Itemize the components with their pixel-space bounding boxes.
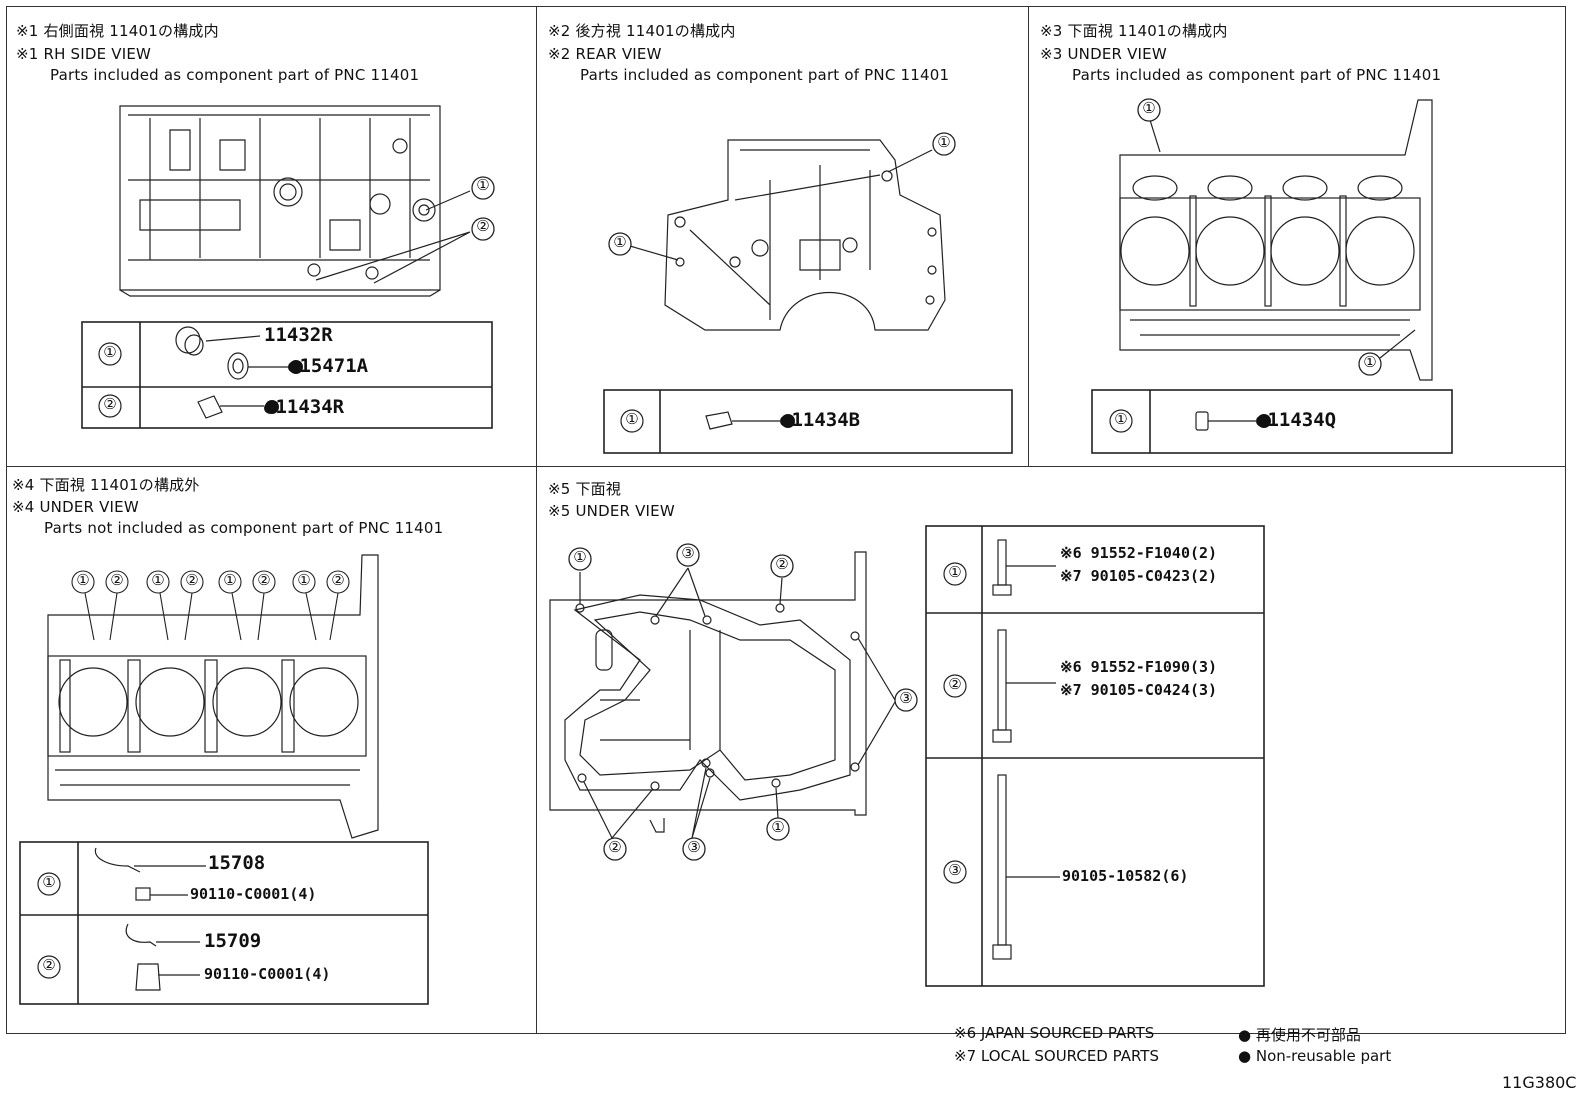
panel4-callout-1a: ① [76, 571, 90, 589]
panel4-row2-num: ② [42, 956, 56, 974]
panel5-row3-num: ③ [948, 861, 962, 879]
panel2-callout-1b: ① [613, 233, 627, 251]
panel4-callout-1b: ① [151, 571, 165, 589]
panel2-callout-1a: ① [937, 133, 951, 151]
part-90105-C0423: ※7 90105-C0423(2) [1060, 567, 1218, 585]
diagram-code: 11G380C [1502, 1073, 1577, 1092]
part-90105-C0424: ※7 90105-C0424(3) [1060, 681, 1218, 699]
panel4-callout-1d: ① [297, 571, 311, 589]
panel3-callout-1b: ① [1363, 353, 1377, 371]
legend-nonreusable-jp: ● 再使用不可部品 [1238, 1026, 1361, 1044]
panel1-subtitle: Parts included as component part of PNC … [50, 66, 420, 84]
panel2-title-jp: ※2 後方視 11401の構成内 [548, 22, 736, 40]
panel2-subtitle: Parts included as component part of PNC … [580, 66, 950, 84]
panel5-row2-num: ② [948, 675, 962, 693]
legend-nonreusable-en: ● Non-reusable part [1238, 1047, 1392, 1065]
panel5-callout-1b: ① [771, 818, 785, 836]
panel1-row2-num: ② [103, 395, 117, 413]
col-divider-2 [1028, 6, 1029, 466]
panel4-callout-2a: ② [110, 571, 124, 589]
panel2-title-en: ※2 REAR VIEW [548, 45, 662, 63]
panel5-title-jp: ※5 下面視 [548, 480, 622, 498]
part-90110-C0001-a: 90110-C0001(4) [190, 885, 317, 903]
part-90110-C0001-b: 90110-C0001(4) [204, 965, 331, 983]
panel4-callout-1c: ① [223, 571, 237, 589]
panel5-title-en: ※5 UNDER VIEW [548, 502, 675, 520]
part-91552-F1090: ※6 91552-F1090(3) [1060, 658, 1218, 676]
legend-local-sourced: ※7 LOCAL SOURCED PARTS [954, 1047, 1159, 1065]
panel4-callout-2c: ② [257, 571, 271, 589]
panel3-row1-num: ① [1114, 410, 1128, 428]
part-11432R: 11432R [264, 324, 333, 346]
row-divider [6, 466, 1566, 467]
panel5-callout-2b: ② [608, 838, 622, 856]
panel1-row1-num: ① [103, 343, 117, 361]
panel4-callout-2b: ② [185, 571, 199, 589]
panel4-subtitle: Parts not included as component part of … [44, 519, 444, 537]
panel4-callout-2d: ② [331, 571, 345, 589]
panel3-subtitle: Parts included as component part of PNC … [1072, 66, 1442, 84]
panel4-title-jp: ※4 下面視 11401の構成外 [12, 476, 200, 494]
panel1-callout-1: ① [476, 176, 490, 194]
part-11434R: ●11434R [264, 396, 345, 418]
panel1-parts-table [81, 321, 493, 429]
part-15471A: ●15471A [288, 355, 369, 377]
part-11434Q: ●11434Q [1256, 409, 1337, 431]
panel5-callout-3b: ③ [899, 689, 913, 707]
panel1-callout-2: ② [476, 217, 490, 235]
panel3-title-jp: ※3 下面視 11401の構成内 [1040, 22, 1228, 40]
panel1-title-en: ※1 RH SIDE VIEW [16, 45, 152, 63]
part-15708: 15708 [208, 852, 266, 874]
panel1-engine-rh-side [119, 105, 495, 297]
panel4-row1-num: ① [42, 873, 56, 891]
panel5-callout-1a: ① [573, 548, 587, 566]
panel2-row1-num: ① [625, 410, 639, 428]
panel1-title-jp: ※1 右側面視 11401の構成内 [16, 22, 219, 40]
part-15709: 15709 [204, 930, 262, 952]
panel5-callout-3c: ③ [687, 838, 701, 856]
panel5-callout-2a: ② [775, 555, 789, 573]
panel2-engine-rear [603, 132, 1013, 454]
part-91552-F1040: ※6 91552-F1040(2) [1060, 544, 1218, 562]
part-90105-10582: 90105-10582(6) [1062, 867, 1189, 885]
col-divider-1 [536, 6, 537, 1034]
panel4-engine-under [19, 554, 429, 1005]
panel3-engine-under [1091, 98, 1453, 454]
diagram-frame [6, 6, 1566, 1034]
panel5-row1-num: ① [948, 563, 962, 581]
legend-japan-sourced: ※6 JAPAN SOURCED PARTS [954, 1024, 1155, 1042]
panel3-callout-1a: ① [1142, 99, 1156, 117]
panel5-callout-3a: ③ [681, 544, 695, 562]
panel3-title-en: ※3 UNDER VIEW [1040, 45, 1167, 63]
panel4-title-en: ※4 UNDER VIEW [12, 498, 139, 516]
part-11434B: ●11434B [780, 409, 861, 431]
panel5-engine-under [549, 525, 1265, 987]
